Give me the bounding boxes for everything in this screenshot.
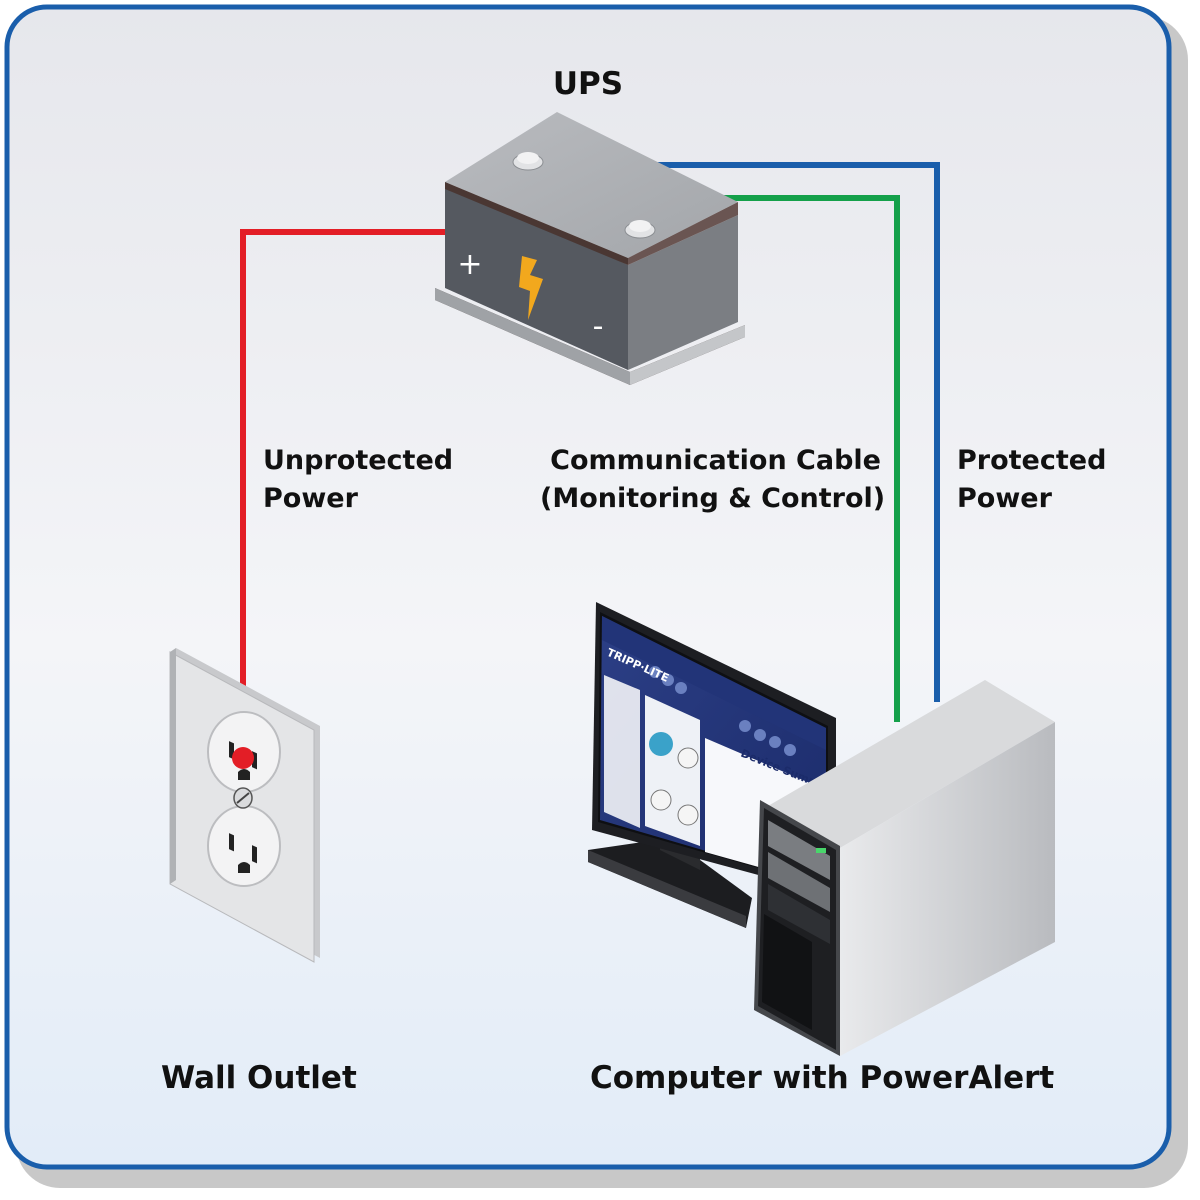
unprotected-power-line1: Unprotected [263,445,454,476]
unprotected-power-line2: Power [263,483,358,514]
communication-cable-line1: Communication Cable [550,445,881,476]
protected-power-line1: Protected [957,445,1107,476]
computer-tower-icon [754,680,1055,1056]
unprotected-power-label: Unprotected Power [263,442,453,518]
communication-cable-wire [700,195,900,722]
communication-cable-label: Communication Cable (Monitoring & Contro… [540,442,886,518]
wall-outlet-label: Wall Outlet [161,1060,357,1096]
protected-power-wire [643,162,940,702]
ups-battery-icon [435,112,745,385]
protected-power-line2: Power [957,483,1052,514]
communication-cable-line2: (Monitoring & Control) [540,483,886,514]
unprotected-power-wire [240,229,446,758]
lightning-icon [519,256,543,320]
ups-minus-symbol: - [593,309,604,344]
ups-title: UPS [552,66,624,102]
plug-connection-dot [232,747,254,769]
wall-outlet-icon [169,648,320,963]
ups-plus-symbol: + [457,247,482,282]
computer-label: Computer with PowerAlert [590,1060,1055,1096]
protected-power-label: Protected Power [957,442,1106,518]
